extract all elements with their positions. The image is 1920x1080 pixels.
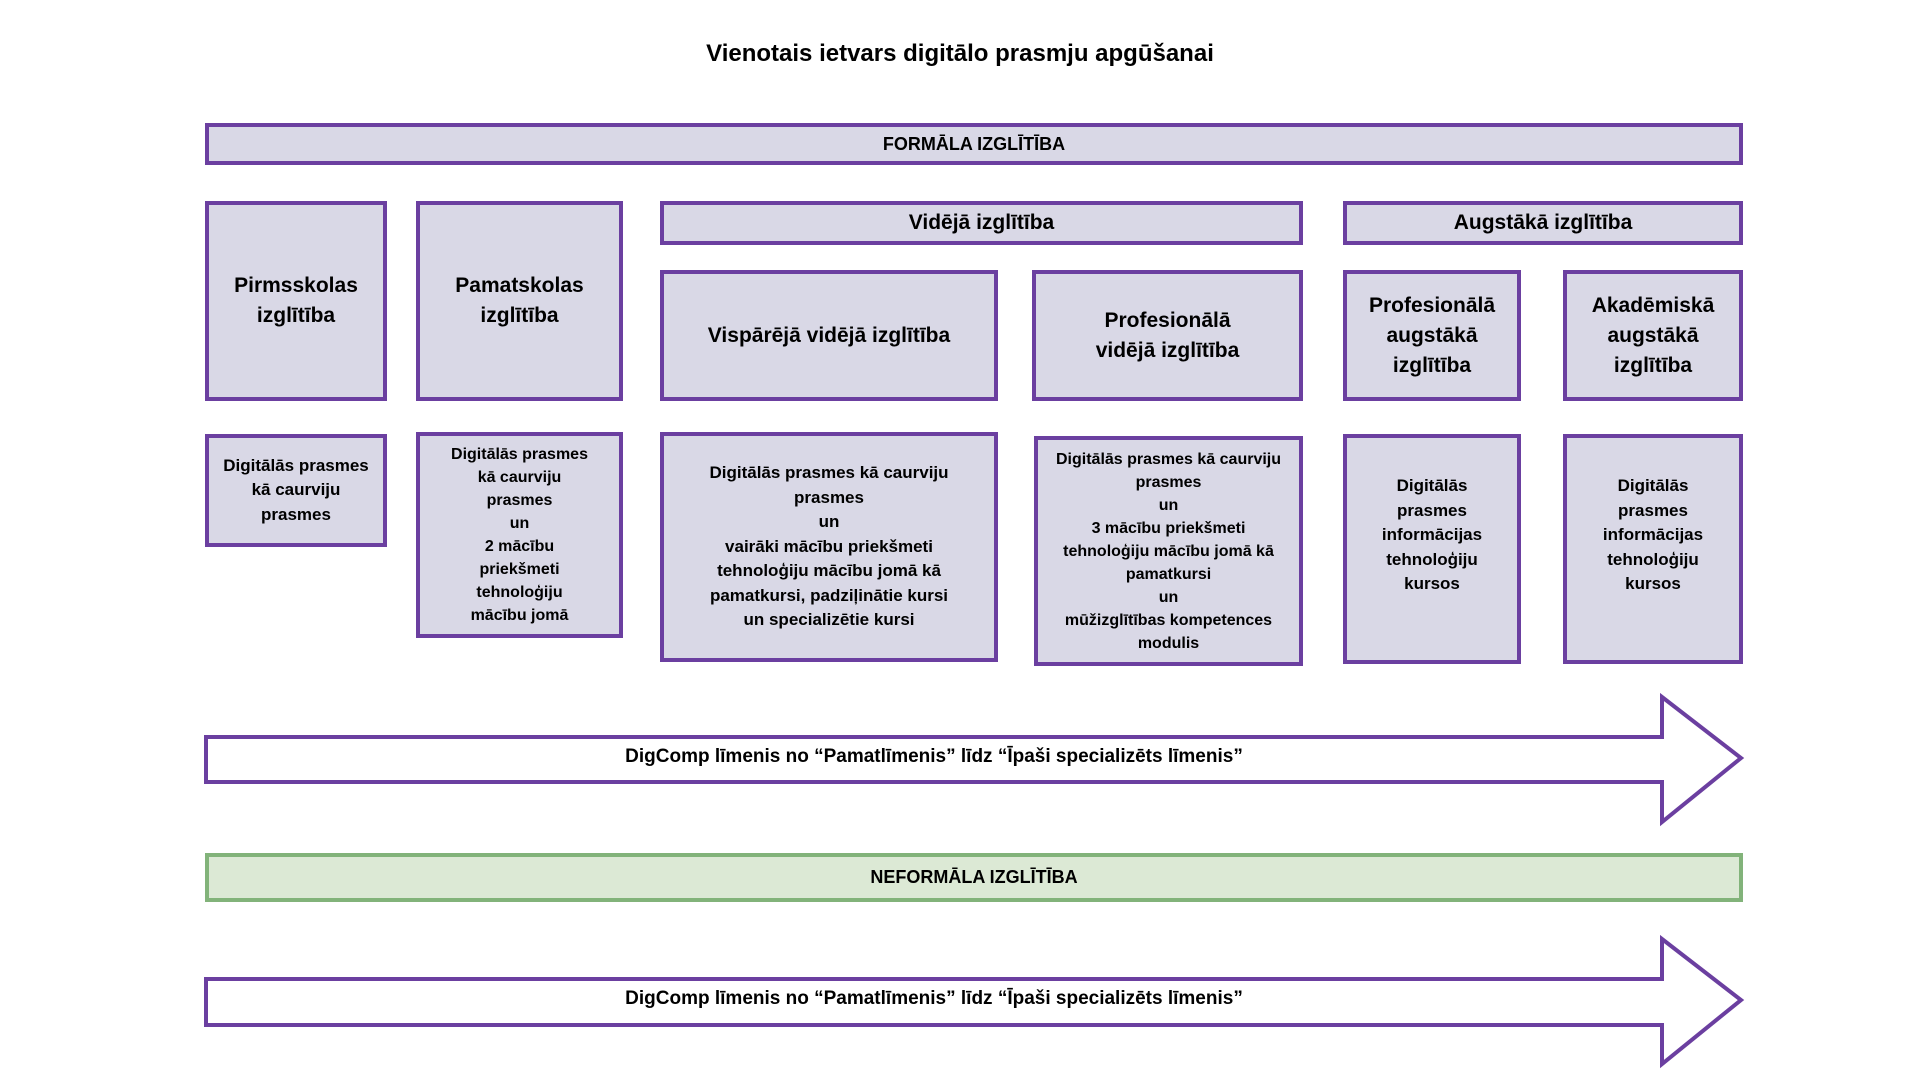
description-text: Digitālās prasmes kā caurviju prasmes un…: [451, 446, 588, 624]
level-box-preschool: Pirmsskolas izglītība: [205, 201, 387, 401]
description-text: Digitālās prasmes kā caurviju prasmes un…: [709, 463, 949, 630]
level-text: Profesionālā vidējā izglītība: [1095, 308, 1240, 362]
description-text: Digitālās prasmes kā caurviju prasmes un…: [1056, 450, 1281, 652]
description-box-professional-higher: Digitālās prasmes informācijas tehnoloģi…: [1343, 434, 1521, 664]
level-text: Vispārējā vidējā izglītība: [707, 323, 951, 347]
level-box-basic-school: Pamatskolas izglītība: [416, 201, 623, 401]
formal-arrow-label: DigComp līmenis no “Pamatlīmenis” līdz “…: [625, 746, 1243, 767]
description-box-general-secondary: Digitālās prasmes kā caurviju prasmes un…: [660, 432, 998, 662]
level-text: Pirmsskolas izglītība: [234, 274, 358, 327]
level-text: Profesionālā augstākā izglītība: [1368, 293, 1496, 377]
description-text: Digitālās prasmes informācijas tehnoloģi…: [1602, 476, 1704, 593]
description-box-basic-school: Digitālās prasmes kā caurviju prasmes un…: [416, 432, 623, 638]
level-text: Akadēmiskā augstākā izglītība: [1591, 293, 1715, 377]
nonformal-education-band: NEFORMĀLA IZGLĪTĪBA: [205, 853, 1743, 902]
level-box-general-secondary: Vispārējā vidējā izglītība: [660, 270, 998, 401]
level-text: Pamatskolas izglītība: [455, 274, 584, 327]
description-text: Digitālās prasmes kā caurviju prasmes: [223, 455, 369, 524]
level-box-vocational-secondary: Profesionālā vidējā izglītība: [1032, 270, 1303, 401]
formal-education-band: FORMĀLA IZGLĪTĪBA: [205, 123, 1743, 165]
secondary-education-label: Vidējā izglītība: [908, 211, 1055, 234]
formal-education-label: FORMĀLA IZGLĪTĪBA: [882, 133, 1066, 154]
secondary-education-group: Vidējā izglītība: [660, 201, 1303, 245]
description-box-preschool: Digitālās prasmes kā caurviju prasmes: [205, 434, 387, 547]
description-box-academic-higher: Digitālās prasmes informācijas tehnoloģi…: [1563, 434, 1743, 664]
description-text: Digitālās prasmes informācijas tehnoloģi…: [1381, 476, 1483, 593]
nonformal-arrow-label: DigComp līmenis no “Pamatlīmenis” līdz “…: [625, 988, 1243, 1009]
page-title: Vienotais ietvars digitālo prasmju apgūš…: [706, 40, 1214, 67]
level-box-academic-higher: Akadēmiskā augstākā izglītība: [1563, 270, 1743, 401]
level-box-professional-higher: Profesionālā augstākā izglītība: [1343, 270, 1521, 401]
description-box-vocational-secondary: Digitālās prasmes kā caurviju prasmes un…: [1034, 436, 1303, 666]
higher-education-group: Augstākā izglītība: [1343, 201, 1743, 245]
nonformal-education-label: NEFORMĀLA IZGLĪTĪBA: [870, 867, 1078, 887]
higher-education-label: Augstākā izglītība: [1453, 211, 1633, 234]
